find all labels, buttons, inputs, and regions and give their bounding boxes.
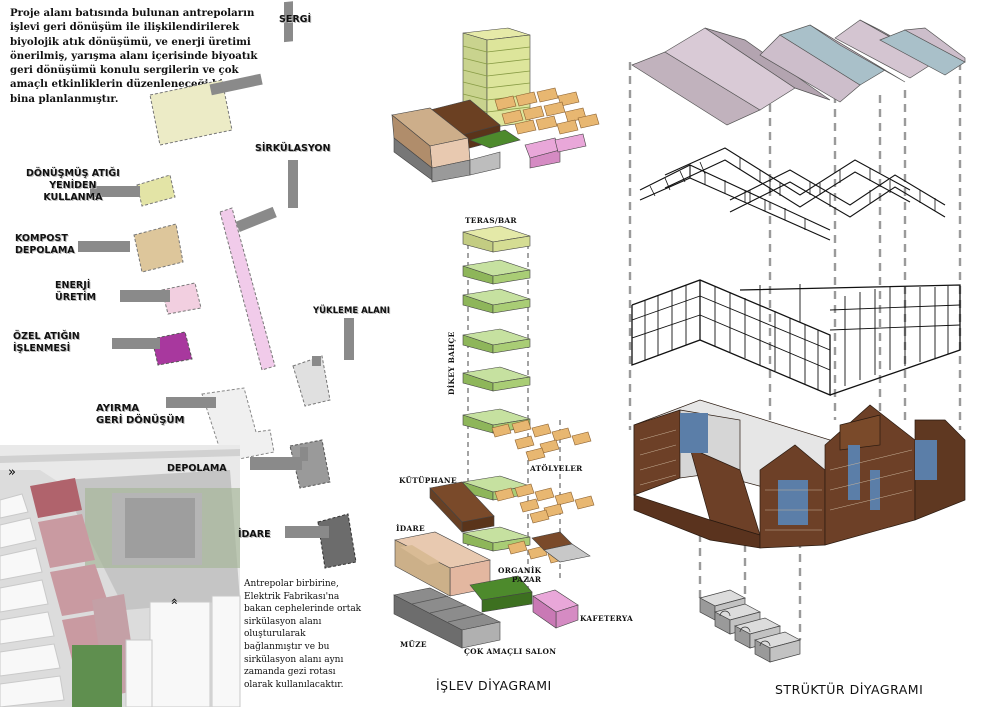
tag-idare: İDARE [396,524,425,533]
tag-teras-bar: TERAS/BAR [465,216,517,225]
circulation-note: Antrepolar birbirine, Elektrik Fabrikası… [244,579,362,690]
label-depolama: DEPOLAMA [167,463,227,474]
site-plan-arrow-left: » [8,465,16,480]
function-diagram-title: İŞLEV DİYAGRAMI [436,678,552,693]
structure-diagram-title: STRÜKTÜR DİYAGRAMI [775,682,924,697]
roof-layer [631,19,966,126]
building-layer [633,399,966,549]
label-kompost-depolama: KOMPOST DEPOLAMA [15,233,75,256]
label-sergi: SERGİ [279,14,311,25]
ozel-atik-footprint [151,331,193,366]
function-diagram [393,225,595,649]
donusmus-footprint [136,174,176,207]
label-yukleme-alani: YÜKLEME ALANI [313,306,390,316]
label-donusmus-atik: DÖNÜŞMÜŞ ATIĞI YENİDEN KULLANMA [26,168,120,203]
site-plan: » » [0,445,241,707]
tag-dikey-bahce: DİKEY BAHÇE [447,331,456,395]
yukleme-footprint [292,355,331,407]
tag-kutuphane: KÜTÜPHANE [399,476,457,485]
tag-atolyeler: ATÖLYELER [530,464,583,473]
frame-layer [631,279,961,396]
label-enerji-uretim: ENERJİ ÜRETİM [55,280,96,303]
label-ozel-atik: ÖZEL ATIĞIN İŞLENMESİ [13,331,80,354]
idare-footprint [317,513,357,569]
truss-layer [639,147,946,241]
label-idare: İDARE [238,529,271,540]
tag-muze: MÜZE [400,640,427,649]
structure-diagram [628,19,966,663]
label-sirkulasyon: SİRKÜLASYON [255,143,331,154]
site-plan-arrow-bottom: » [167,598,181,605]
tag-kafeterya: KAFETERYA [580,614,634,623]
tag-organik-pazar: ORGANİK PAZAR [498,566,542,584]
sirkulasyon-footprint [219,207,276,371]
enerji-footprint [161,282,202,315]
sergi-footprint [149,79,233,146]
kompost-footprint [133,223,184,273]
label-pointers [78,1,354,538]
tag-cok-amacli-salon: ÇOK AMAÇLI SALON [464,647,557,656]
massing-model [391,27,600,183]
label-ayirma-geri-donusum: AYIRMA GERİ DÖNÜŞÜM [96,403,185,426]
foundation-layer [699,589,801,663]
